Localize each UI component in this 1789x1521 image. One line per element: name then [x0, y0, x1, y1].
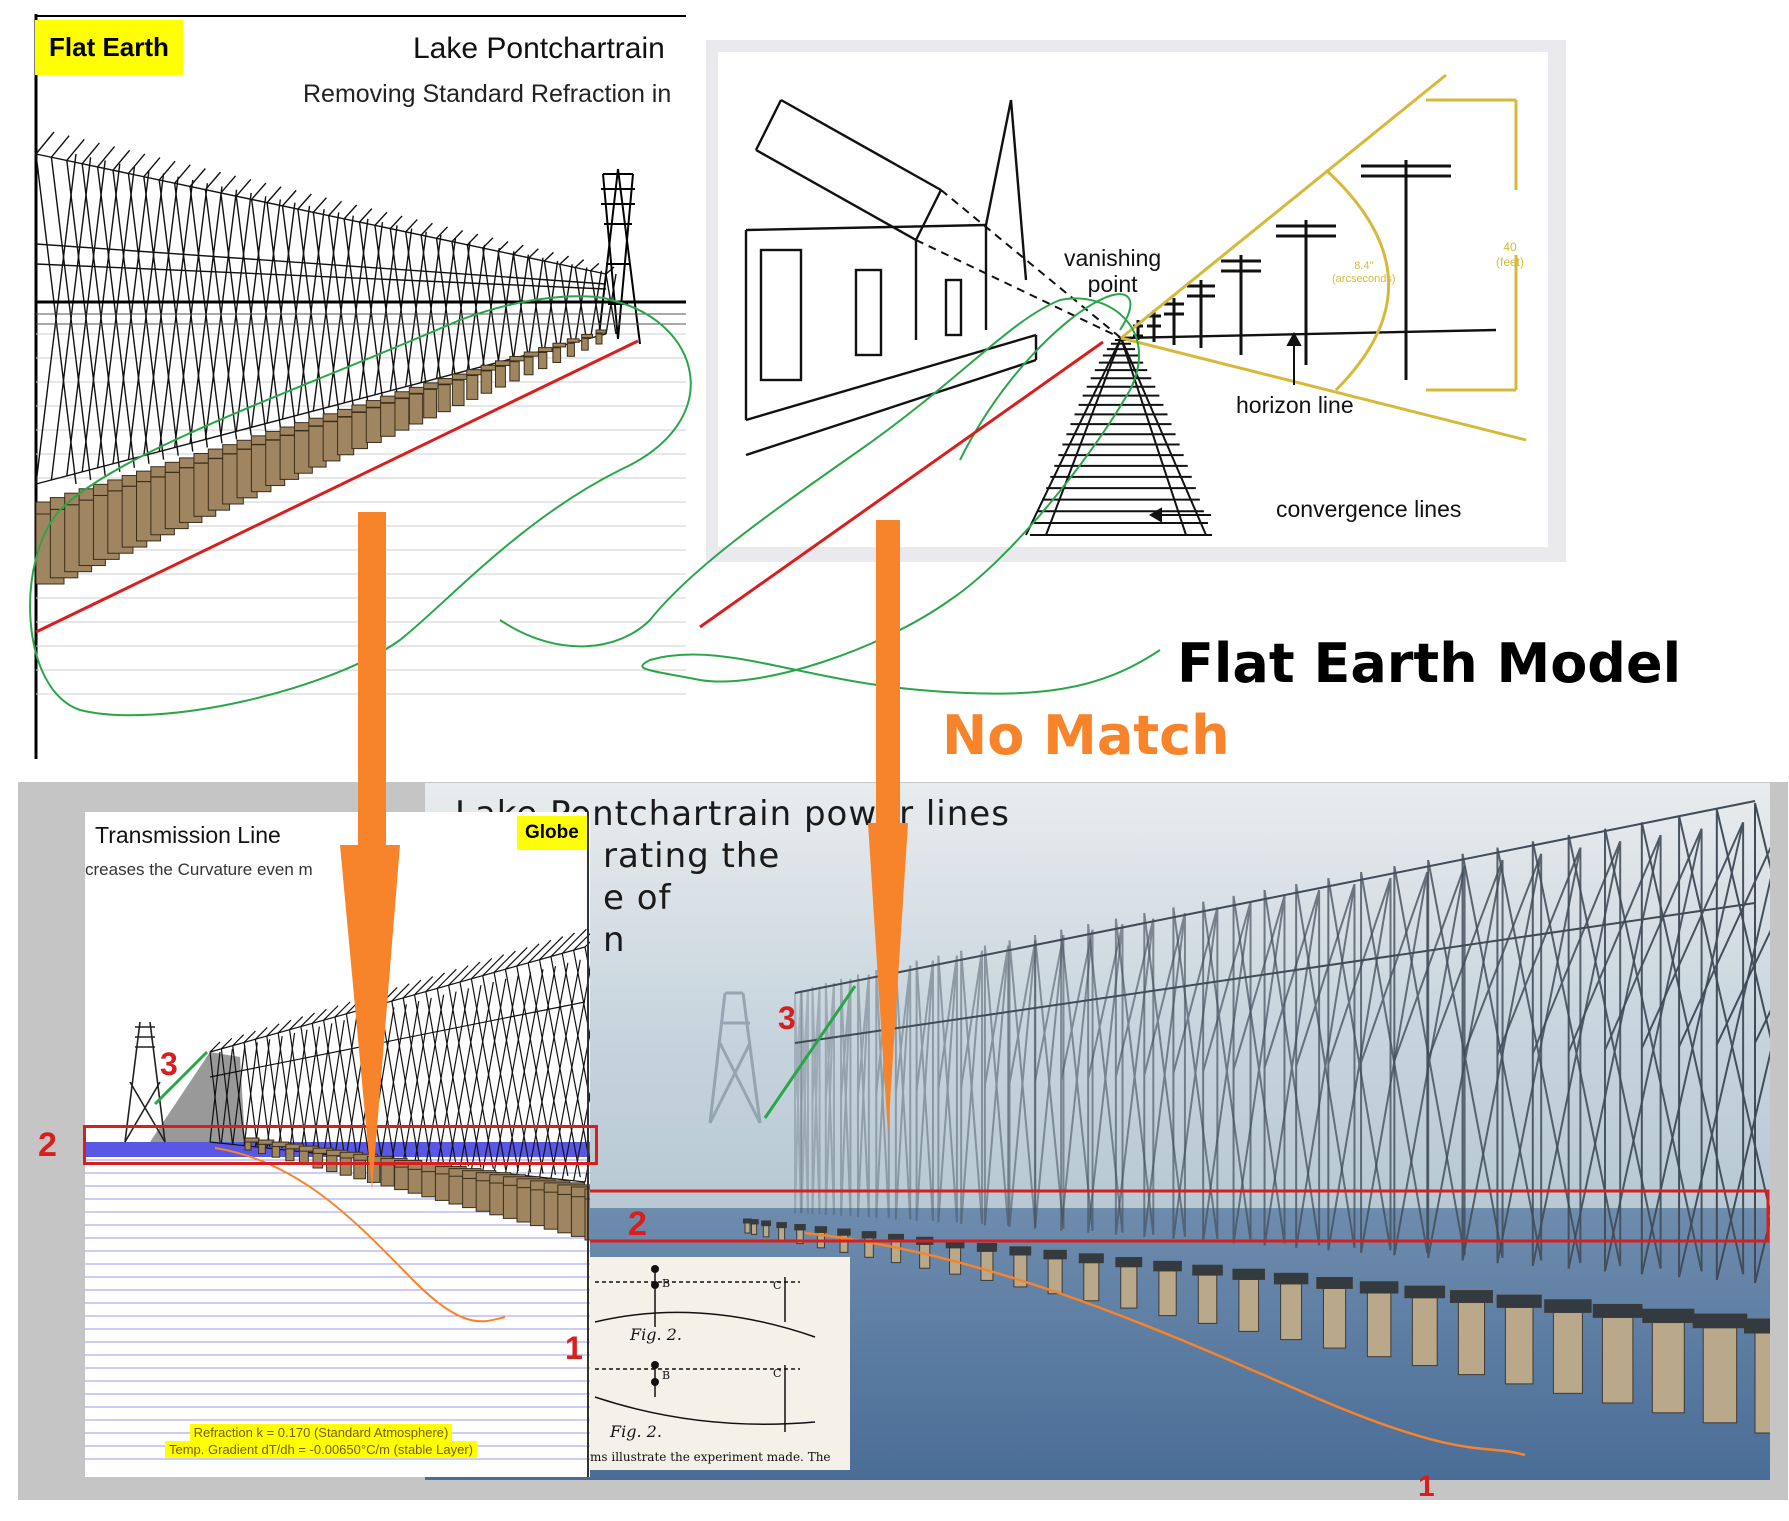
inset-b1: B: [662, 1277, 671, 1290]
inset-fig1: Fig. 2.: [630, 1325, 682, 1344]
height-label: 40 (feet): [1496, 240, 1524, 270]
inset-figure: B C Fig. 2. B C Fig. 2. ms illustrate th…: [590, 1257, 850, 1470]
distant-tower-icon: [708, 991, 762, 1124]
marker-2-photo: 2: [628, 1205, 647, 1243]
marker-1-globe: 1: [565, 1330, 583, 1366]
photo-orange-curve: [804, 1231, 1526, 1457]
marker-3-photo: 3: [778, 1000, 796, 1036]
convergence-lines-label: convergence lines: [1276, 496, 1462, 522]
vanishing-point-line2: point: [1087, 271, 1138, 297]
flat-panel-title: Lake Pontchartrain: [413, 32, 665, 65]
perspective-drawing: [744, 73, 1527, 536]
height-unit: (feet): [1496, 255, 1525, 269]
globe-red-box: [83, 1125, 598, 1165]
refraction-line1: Refraction k = 0.170 (Standard Atmospher…: [189, 1424, 453, 1441]
globe-panel-subtitle: creases the Curvature even m: [85, 860, 313, 879]
flat-earth-panel: Flat Earth Lake Pontchartrain Removing S…: [18, 14, 686, 759]
globe-far-tower-icon: [124, 1021, 166, 1143]
globe-orange-curve: [214, 1147, 506, 1323]
angle-unit: (arcseconds): [1332, 273, 1396, 285]
photo-caption-line4: n: [603, 920, 626, 960]
inset-fig2: Fig. 2.: [610, 1422, 662, 1441]
inset-b2: B: [662, 1369, 671, 1382]
globe-green-line: [153, 1050, 209, 1106]
photo-caption-line2: rating the: [603, 836, 781, 876]
inset-caption: ms illustrate the experiment made. The: [590, 1450, 831, 1464]
far-tower-icon: [597, 168, 641, 345]
marker-2-globe: 2: [38, 1126, 57, 1164]
vanishing-point-label: vanishing point: [1064, 245, 1161, 297]
refraction-line2: Temp. Gradient dT/dh = -0.00650°C/m (sta…: [165, 1441, 477, 1458]
flat-earth-render: [34, 14, 686, 759]
angle-value: 8.4": [1354, 260, 1374, 272]
vanishing-point-line1: vanishing: [1064, 245, 1162, 271]
inset-c2: C: [773, 1367, 782, 1380]
height-value: 40: [1503, 240, 1517, 254]
no-match-label: No Match: [942, 704, 1230, 767]
globe-panel: Globe Transmission Line creases the Curv…: [85, 812, 590, 1477]
refraction-info: Refraction k = 0.170 (Standard Atmospher…: [165, 1424, 477, 1458]
photo-green-line: [763, 985, 857, 1119]
perspective-panel: vanishing point horizon line convergence…: [706, 40, 1566, 562]
globe-tag: Globe: [517, 816, 587, 850]
flat-earth-tag: Flat Earth: [35, 20, 183, 75]
marker-3-globe: 3: [160, 1046, 178, 1082]
horizon-line-label: horizon line: [1236, 392, 1354, 418]
marker-1-photo: 1: [1418, 1470, 1435, 1503]
inset-figure-drawing: [594, 1265, 816, 1432]
inset-c1: C: [773, 1279, 782, 1292]
photo-caption-line3: e of: [603, 878, 672, 918]
flat-earth-model-label: Flat Earth Model: [1177, 632, 1682, 695]
angle-label: 8.4" (arcseconds): [1332, 260, 1396, 286]
flat-panel-subtitle: Removing Standard Refraction in: [303, 80, 672, 108]
globe-panel-title: Transmission Line: [95, 822, 281, 848]
